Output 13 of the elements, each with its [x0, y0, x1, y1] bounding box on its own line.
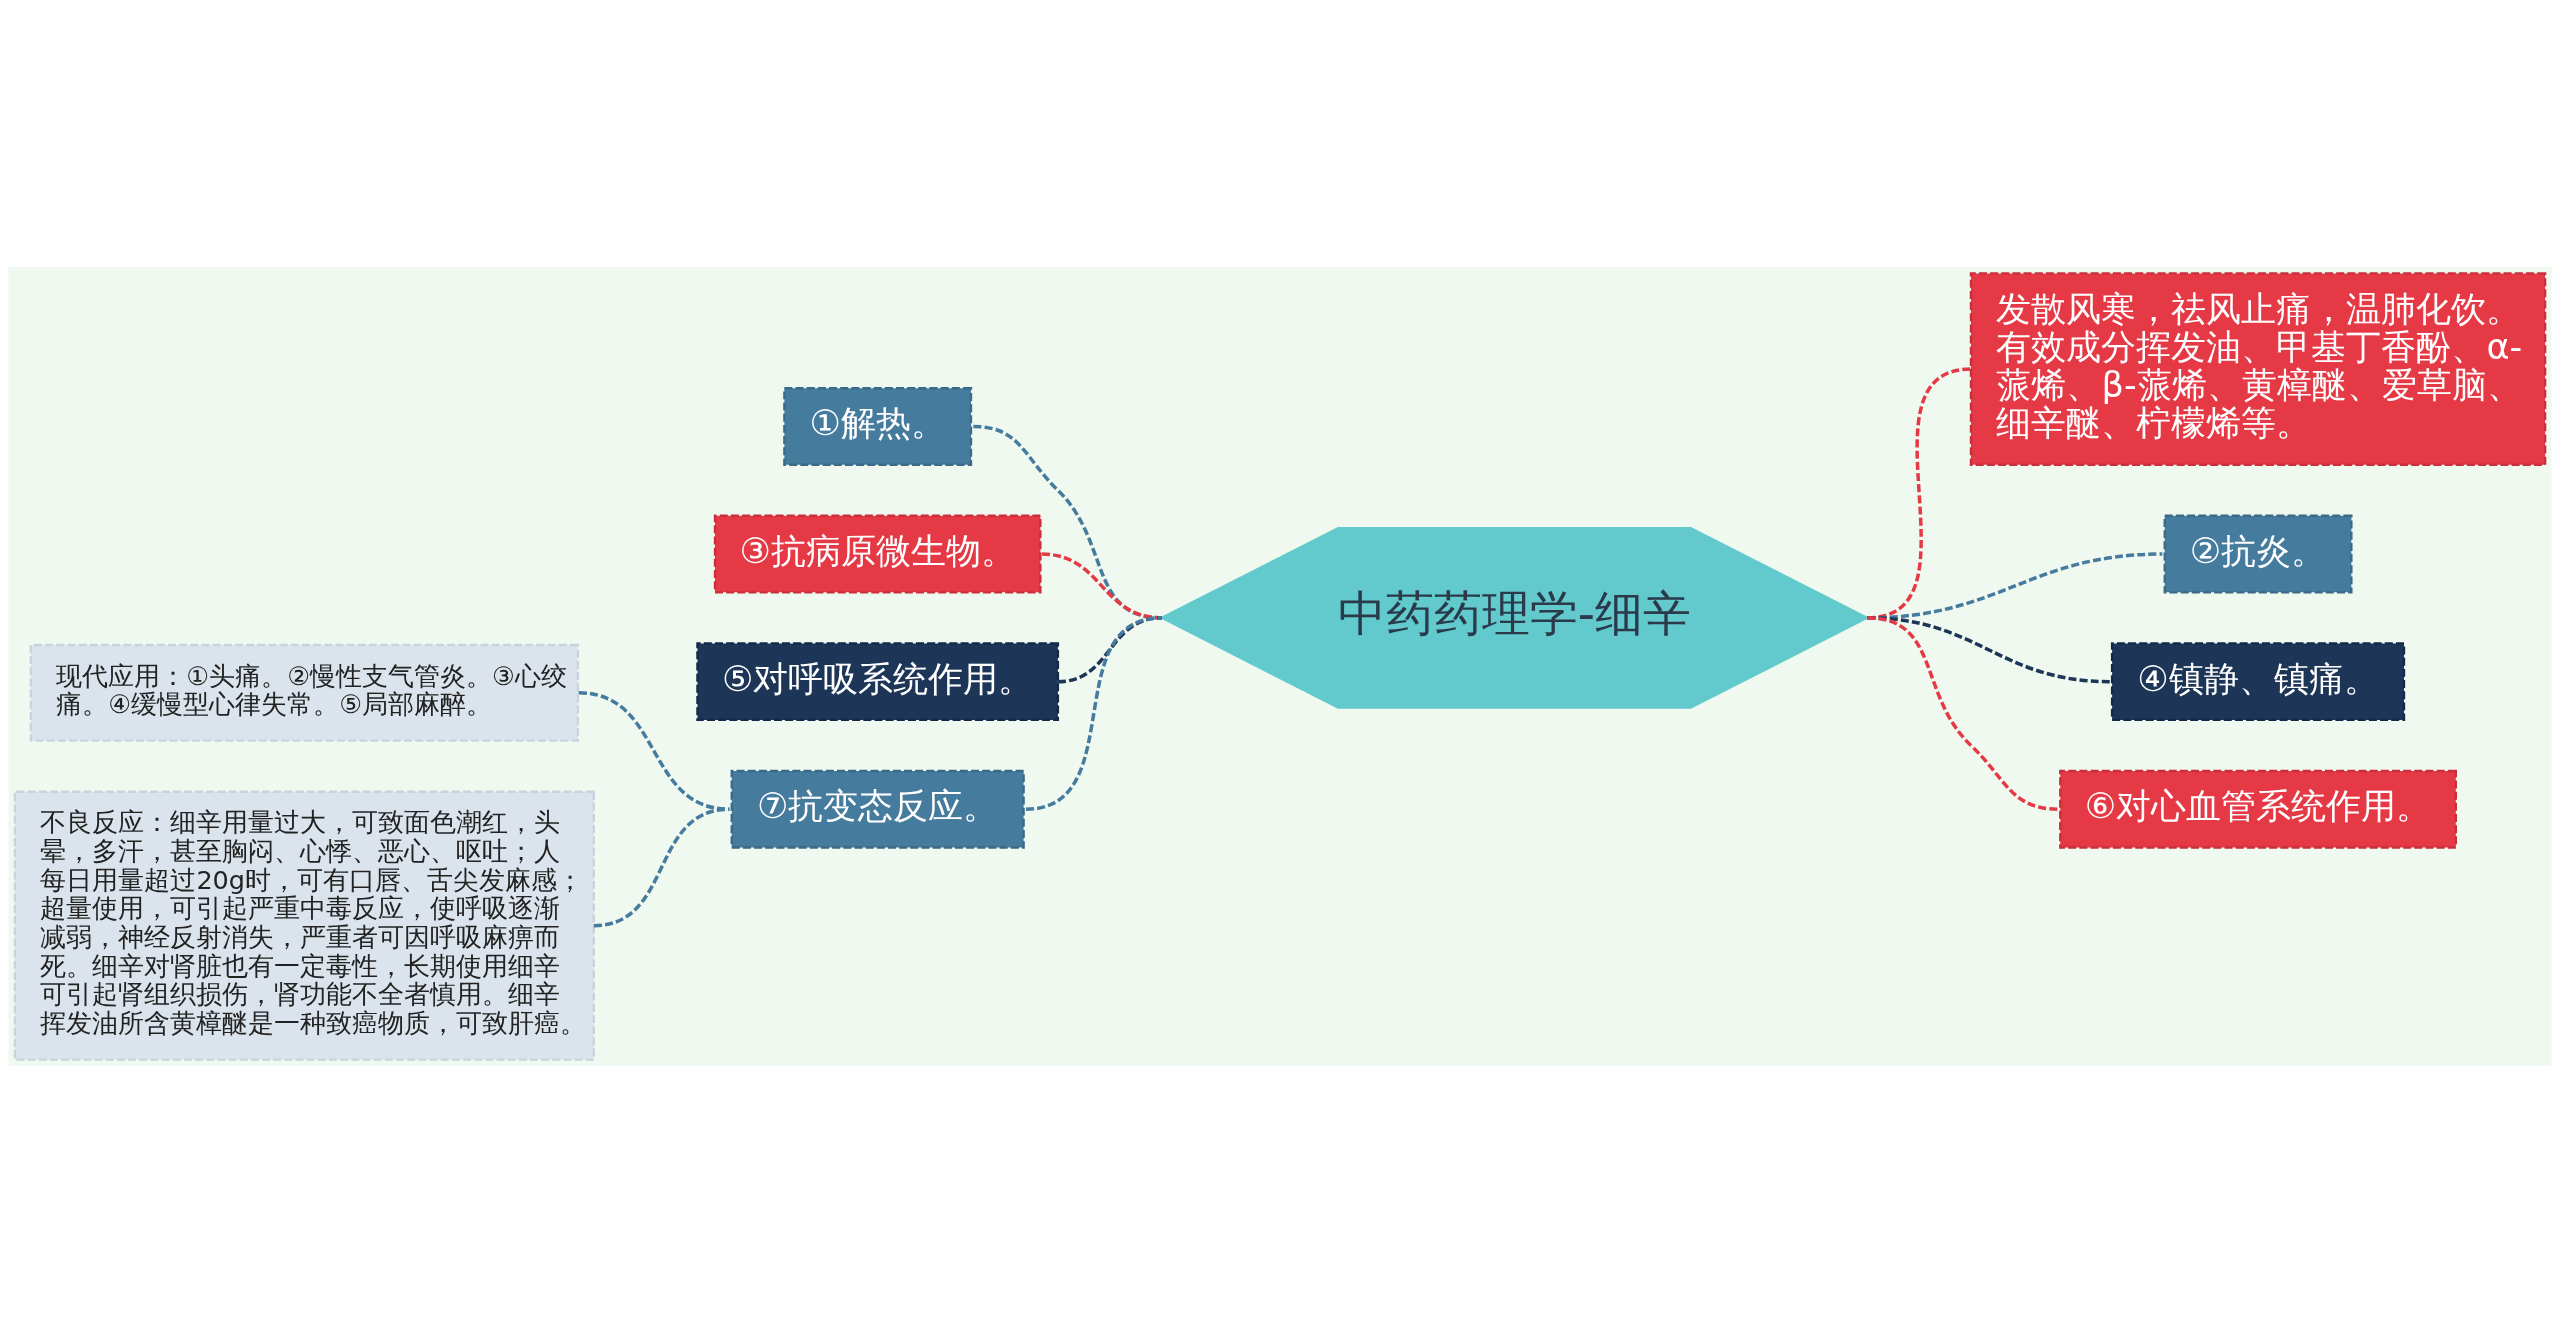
node-box: 不良反应：细辛用量过大，可致面色潮红，头晕，多汗，甚至胸闷、心悸、恶心、呕吐；人每日用量超过20g时，可有口唇、舌尖发麻感；超量使用，可引起严重中毒反应，使呼吸逐渐减弱，神经反射消失，严重者可因呼吸麻痹而死。细辛对肾脏也有一定毒性，长期使用细辛可引起肾组织损伤，肾功能不全者慎用。细辛挥发油所含黄樟醚是一种致癌物质，可致肝癌。 — [13, 790, 595, 1061]
node-box: ⑦抗变态反应。 — [730, 769, 1025, 849]
connector — [593, 807, 730, 928]
node-box: ⑥对心血管系统作用。 — [2059, 769, 2457, 849]
node-box: ②抗炎。 — [2163, 514, 2353, 594]
node-box: ⑤对呼吸系统作用。 — [696, 642, 1060, 722]
connector — [1025, 616, 1162, 811]
node-box: ①解热。 — [783, 387, 973, 466]
node-box: 现代应用：①头痛。②慢性支气管炎。③心绞痛。④缓慢型心律失常。⑤局部麻醉。 — [29, 643, 580, 742]
node-box: ④镇静、镇痛。 — [2110, 642, 2406, 722]
node-box: 发散风寒，祛风止痛，温肺化饮。有效成分挥发油、甲基丁香酚、α-蒎烯、β-蒎烯、黄樟醚、爱草脑、细辛醚、柠檬烯等。 — [1969, 272, 2547, 466]
connector — [1867, 616, 2059, 811]
node-box: ③抗病原微生物。 — [713, 514, 1042, 594]
